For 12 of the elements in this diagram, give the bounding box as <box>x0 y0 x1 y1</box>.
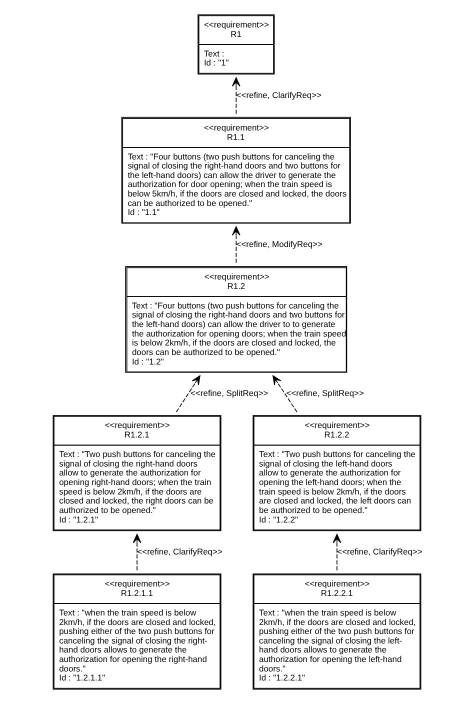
edge-label: <<refine, ClarifyReq>> <box>137 546 222 556</box>
edge-label: <<refine, SplitReq>> <box>286 388 364 398</box>
arrow <box>232 77 240 114</box>
edge-label: <<refine, ClarifyReq>> <box>236 90 322 100</box>
edge-label: <<refine, ClarifyReq>> <box>337 546 422 556</box>
arrow <box>132 534 142 571</box>
arrow <box>272 375 298 412</box>
arrow <box>176 375 200 412</box>
arrow <box>232 226 240 264</box>
arrow <box>332 534 342 571</box>
edge-label: <<refine, SplitReq>> <box>190 388 268 398</box>
edge-label: <<refine, ModifyReq>> <box>236 238 322 249</box>
